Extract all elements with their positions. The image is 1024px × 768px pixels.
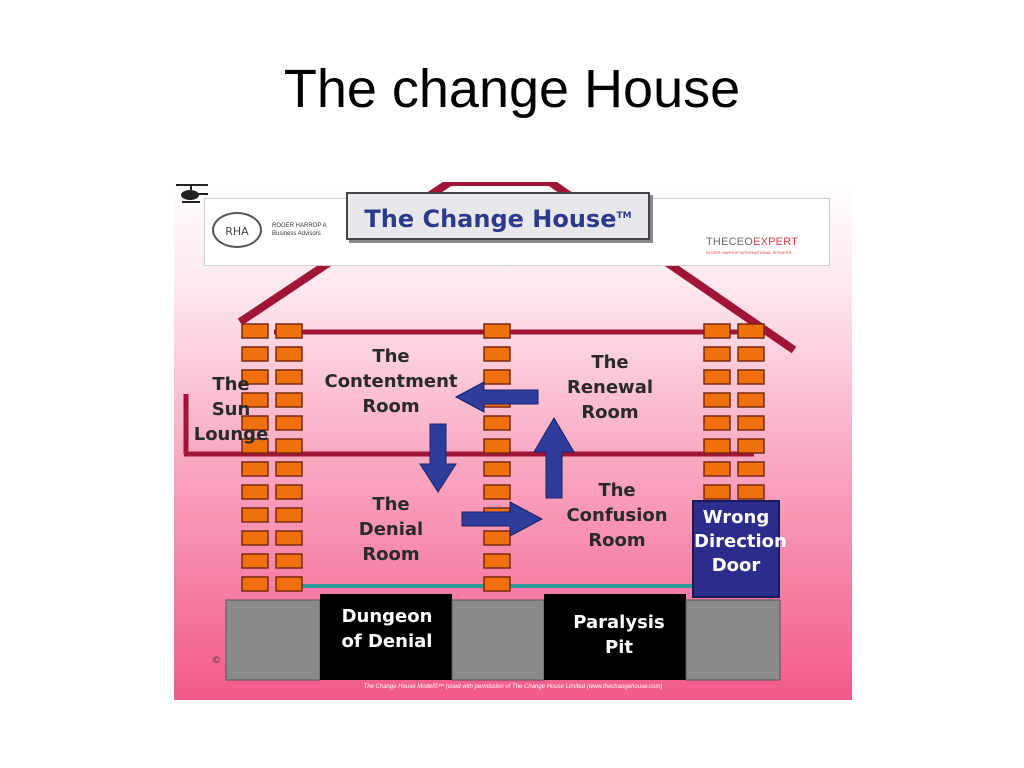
arrow-up-icon [533, 417, 575, 499]
right-column-brick [737, 392, 765, 408]
right-column-brick [737, 484, 765, 500]
sun-lounge-label: The Sun Lounge [193, 374, 269, 445]
ceo-expert-logo: THECEOEXPERT [706, 236, 798, 248]
center-column-brick [483, 438, 511, 454]
center-column-brick [483, 346, 511, 362]
diagram-title-text: The Change House [364, 205, 617, 233]
right-column-brick [703, 392, 731, 408]
right-column-brick [737, 438, 765, 454]
right-column-brick [737, 461, 765, 477]
foundation-block-center [451, 599, 545, 681]
left-column-brick [275, 484, 303, 500]
helicopter-icon [176, 184, 208, 203]
center-column-brick [483, 553, 511, 569]
ceo-logo-tagline: ROGER HARROP INTERNATIONAL SPEAKER [706, 250, 792, 255]
right-column-brick [737, 415, 765, 431]
foundation-block-right [685, 599, 781, 681]
right-column-brick [703, 415, 731, 431]
arrow-down-icon [419, 423, 457, 493]
left-column-brick [241, 415, 269, 431]
change-house-diagram: RHA ROGER HARROP A Business Advisors The… [174, 182, 852, 700]
confusion-room-label: The Confusion Room [566, 480, 668, 551]
left-column-brick [275, 530, 303, 546]
left-column-brick [241, 553, 269, 569]
rha-company-name: ROGER HARROP A Business Advisors [272, 223, 327, 237]
paralysis-pit [544, 594, 686, 680]
left-column-brick [275, 553, 303, 569]
right-column-brick [737, 346, 765, 362]
right-column-brick [737, 369, 765, 385]
dungeon-of-denial-pit [320, 594, 452, 680]
footer-credit: The Change House Model©™ (used with perm… [363, 684, 663, 690]
renewal-room-label: The Renewal Room [566, 352, 654, 423]
left-column-brick [241, 346, 269, 362]
right-column-brick [737, 323, 765, 339]
left-column-brick [241, 461, 269, 477]
left-column-brick [275, 323, 303, 339]
trademark-mark: TM [616, 211, 632, 221]
left-column-brick [275, 415, 303, 431]
left-column-brick [241, 392, 269, 408]
ceo-logo-part2: EXPERT [753, 236, 799, 248]
right-column-brick [703, 346, 731, 362]
right-column-brick [703, 369, 731, 385]
center-column-brick [483, 415, 511, 431]
wrong-direction-door: Wrong Direction Door [692, 500, 787, 598]
right-column-brick [703, 484, 731, 500]
arrow-left-icon [454, 381, 539, 413]
denial-room-label: The Denial Room [358, 494, 424, 565]
left-column-brick [275, 507, 303, 523]
center-column-brick [483, 369, 511, 385]
copyright-symbol: © [212, 656, 221, 666]
left-column-brick [241, 484, 269, 500]
left-column-brick [275, 438, 303, 454]
dungeon-of-denial-label: Dungeon of Denial [341, 606, 433, 652]
left-column-brick [241, 369, 269, 385]
contentment-room-label: The Contentment Room [324, 346, 458, 417]
ceo-logo-part1: THECEO [706, 236, 754, 248]
center-column-brick [483, 576, 511, 592]
center-column-brick [483, 461, 511, 477]
left-column-brick [275, 461, 303, 477]
left-column-brick [275, 369, 303, 385]
left-column-brick [275, 346, 303, 362]
left-column-brick [241, 530, 269, 546]
slide-title: The change House [283, 59, 741, 119]
left-column-brick [275, 392, 303, 408]
center-column-brick [483, 323, 511, 339]
left-column-brick [241, 438, 269, 454]
left-column-brick [275, 576, 303, 592]
center-column-brick [483, 530, 511, 546]
right-column-brick [703, 323, 731, 339]
right-column-brick [703, 461, 731, 477]
foundation-block-left [225, 599, 321, 681]
left-column-brick [241, 576, 269, 592]
paralysis-pit-label: Paralysis Pit [573, 612, 665, 658]
left-column-brick [241, 323, 269, 339]
right-column-brick [703, 438, 731, 454]
arrow-right-icon [461, 501, 544, 537]
center-column-brick [483, 484, 511, 500]
left-column-brick [241, 507, 269, 523]
rha-logo: RHA [212, 212, 262, 248]
diagram-title: The Change HouseTM [346, 192, 650, 240]
